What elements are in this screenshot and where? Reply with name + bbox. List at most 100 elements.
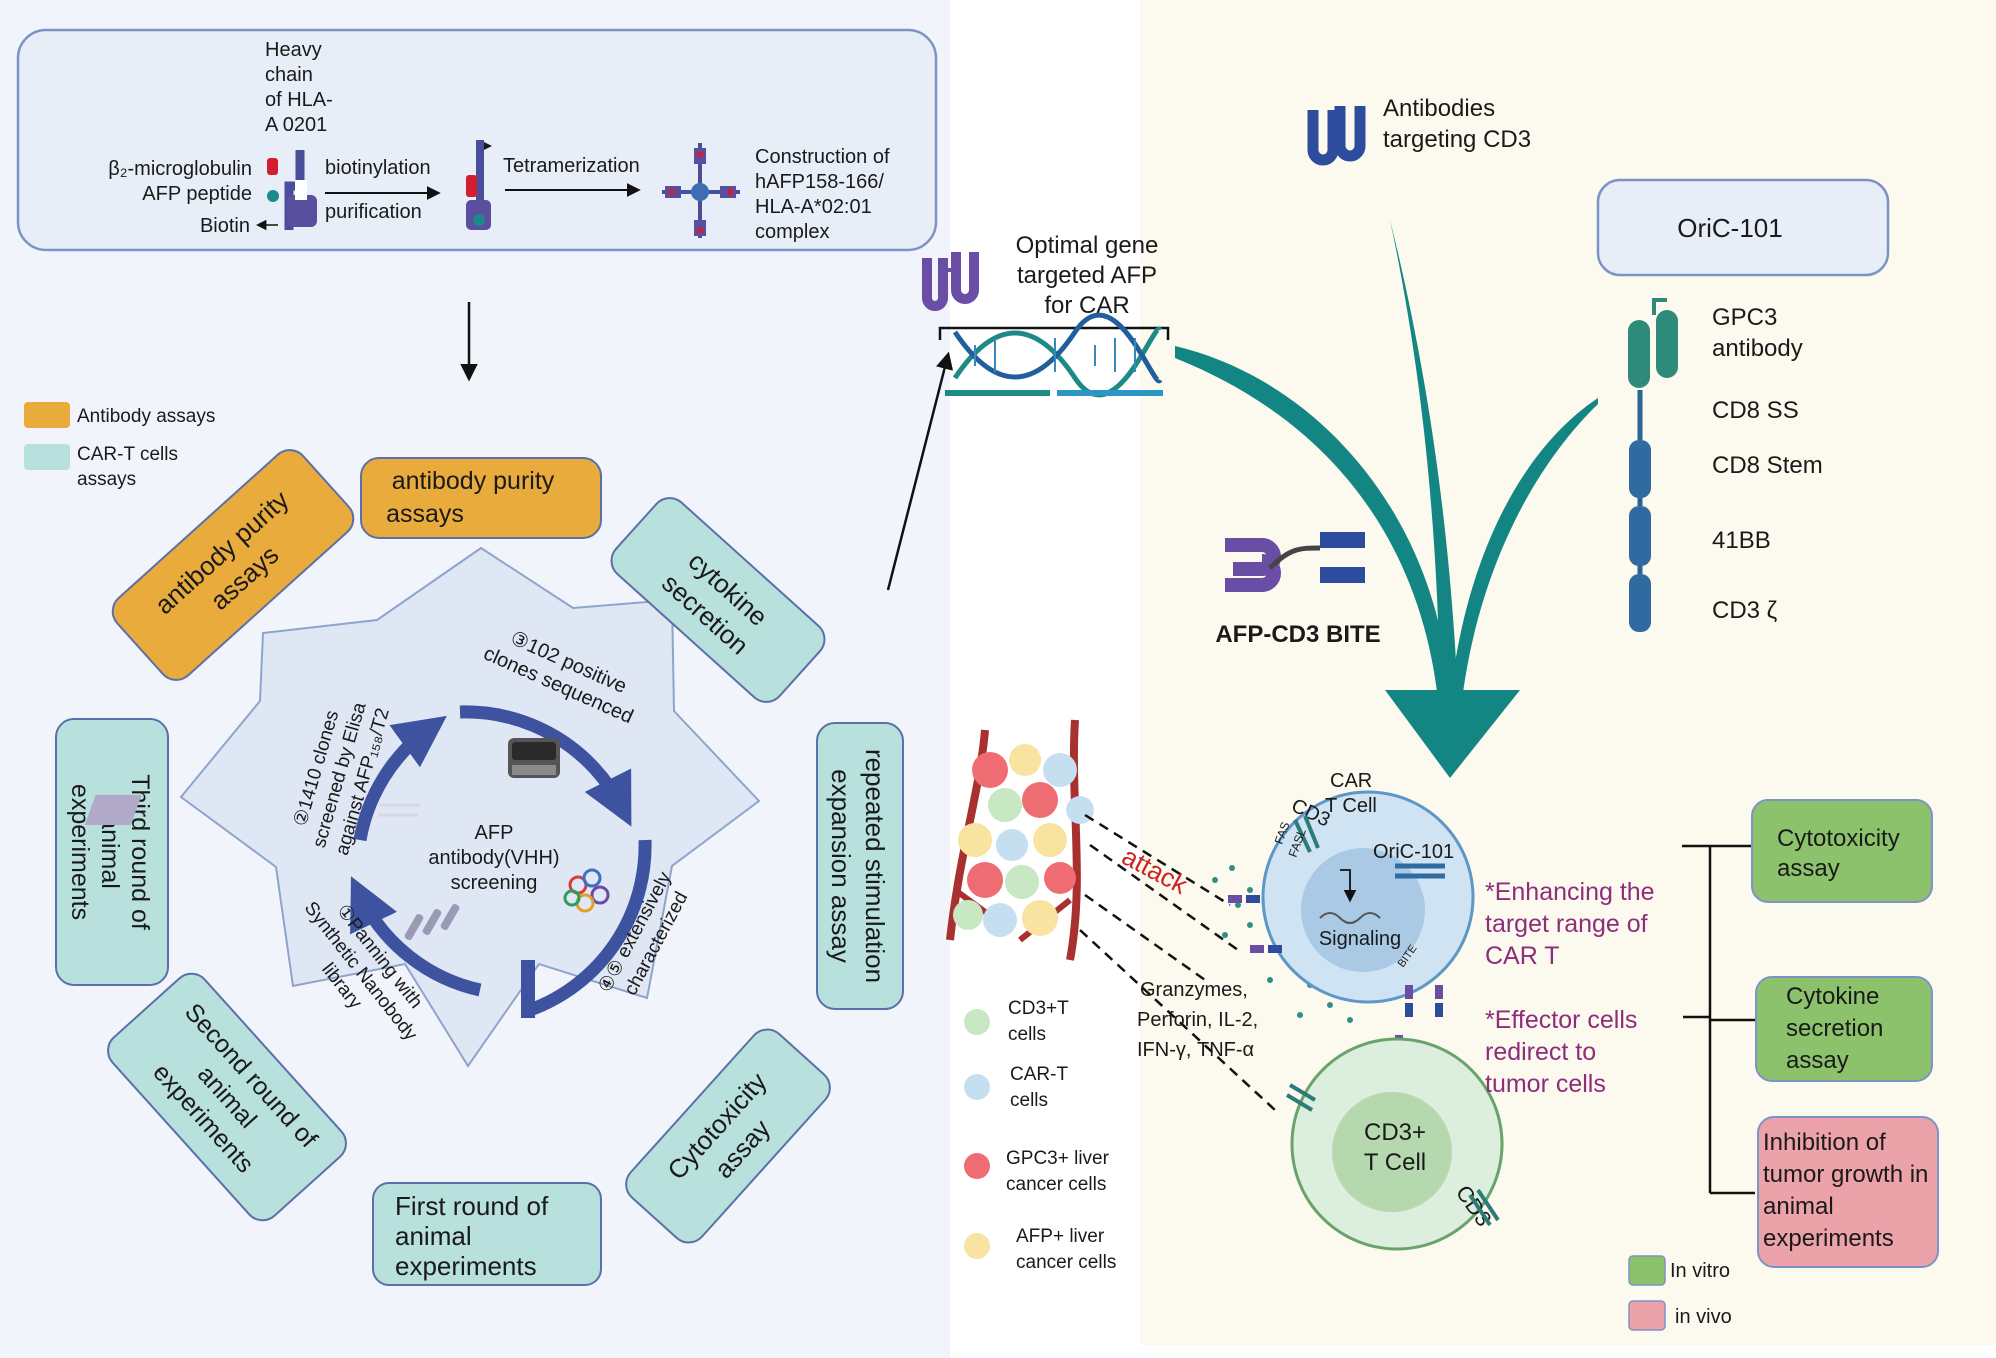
outcome-inhibition-line-3: animal [1763,1193,1834,1220]
sequencer-icon [508,738,560,778]
cd3t-label-2: T Cell [1364,1149,1426,1176]
car-domain-cd8stem: CD8 Stem [1712,452,1823,479]
antibody-assays-legend: Antibody assays [77,406,215,427]
assay-right-line-2: expansion assay [826,769,856,963]
enhance-line-2: target range of [1485,910,1648,938]
legend-afp-line-1: AFP+ liver [1016,1226,1105,1247]
center-line-1: AFP [475,822,514,844]
car-domain-labels: GPC3 antibody CD8 SS CD8 Stem 41BB CD3 ζ [1712,304,1823,624]
assay-box-bottom: First round of animal experiments [372,1182,602,1286]
oric-box-label: OriC-101 [1677,213,1782,243]
legend-gpc3-line-1: GPC3+ liver [1006,1148,1110,1169]
outcome-inhibition: Inhibition of tumor growth in animal exp… [1757,1116,1939,1268]
legend-afp-line-2: cancer cells [1016,1252,1116,1273]
car-t-label-1: CAR [1330,770,1372,792]
outcome-inhibition-line-2: tumor growth in [1763,1161,1928,1188]
car-construct-icon [1628,298,1678,632]
outcome-cytokine-line-1: Cytokine [1786,983,1879,1010]
tetramerization-label: Tetramerization [503,155,640,177]
assay-top-line-1: antibody purity [392,467,555,495]
legend-cd3-line-1: CD3+T [1008,998,1069,1019]
enhance-line-3: CAR T [1485,942,1560,970]
in-vivo-label: in vivo [1675,1306,1732,1328]
cart-assays-swatch [24,444,70,470]
enhance-line-1: *Enhancing the [1485,878,1655,906]
cytokine-line-2: Perforin, IL-2, [1137,1009,1258,1031]
outcome-inhibition-line-1: Inhibition of [1763,1129,1886,1156]
assay-top-line-2: assays [386,500,464,528]
outcome-cytokine: Cytokine secretion assay [1755,976,1933,1082]
legend-gpc3-line-2: cancer cells [1006,1174,1106,1195]
dna-helix-icon [938,312,1170,398]
cart-assays-legend-1: CAR-T cells [77,444,178,465]
car-cd3-receptor [1293,815,1320,853]
to-gene-arrow [886,351,954,591]
redirect-line-2: redirect to [1485,1038,1596,1066]
outcome-cytotoxicity-line-2: assay [1777,855,1840,882]
antibody-assays-swatch [24,402,70,428]
signaling-label: Signaling [1319,928,1401,950]
optimal-gene-label: Optimal gene targeted AFP for CAR [1016,232,1159,319]
assay-box-top: antibody purity assays [360,457,602,539]
heavy-chain-line-3: of HLA- [265,89,333,111]
construction-line-3: HLA-A*02:01 [755,196,872,218]
car-oric-receptor [1395,863,1445,879]
cytokine-line-1: Granzymes, [1140,979,1248,1001]
in-vivo-swatch [1628,1300,1666,1331]
plate-icon [84,795,420,825]
legend-cart-line-1: CAR-T [1010,1064,1068,1085]
b2m-label: β₂-microglobulin [108,158,252,180]
assay-right-line-1: repeated stimulation [860,749,890,983]
construction-line-1: Construction of [755,146,890,168]
biotinylation-label: biotinylation [325,157,431,179]
screening-cycle [350,705,652,1018]
optimal-gene-line-2: targeted AFP [1017,262,1157,289]
cycle-arc-bottom [350,876,482,997]
assay-box-left: Third round of animal experiments [55,718,169,986]
assay-bottom-line-2: animal [395,1221,472,1251]
cycle-arc-top [459,705,632,827]
cd3-antibody-icon [1307,106,1366,166]
screening-center: AFP antibody(VHH) screening [428,822,559,894]
outcome-cytotoxicity: Cytotoxicity assay [1751,799,1933,903]
construction-line-2: hAFP158-166/ [755,171,884,193]
redirect-line-1: *Effector cells [1485,1006,1637,1034]
assay-bottom-line-3: experiments [395,1251,537,1281]
car-domain-antibody: antibody [1712,335,1803,362]
car-t-label-2: T Cell [1325,795,1377,817]
car-domain-cd3z: CD3 ζ [1712,597,1778,624]
legend-afp-swatch [964,1233,990,1259]
center-line-2: antibody(VHH) [428,847,559,869]
cd3-antibodies-line-1: Antibodies [1383,95,1495,122]
cd3t-label-1: CD3+ [1364,1119,1426,1146]
heavy-chain-line-4: A 0201 [265,114,327,136]
outcome-cytotoxicity-line-1: Cytotoxicity [1777,825,1900,852]
optimal-gene-line-3: for CAR [1044,292,1129,319]
outcome-inhibition-line-4: experiments [1763,1225,1894,1252]
legend-cart-line-2: cells [1010,1090,1048,1111]
outcome-cytokine-line-3: assay [1786,1047,1849,1074]
cycle-arc-right [527,839,652,1017]
cd3-t-cell [1290,1037,1504,1251]
hla-monomer-icon [267,150,317,230]
cytokine-line-3: IFN-γ, TNF-α [1137,1039,1254,1061]
outcome-bracket [1682,844,1755,1195]
tumor-cluster [946,719,1094,961]
tubes-icon [404,903,460,941]
car-domain-cd8ss: CD8 SS [1712,397,1799,424]
legend-cd3-line-2: cells [1008,1024,1046,1045]
oric-box [1596,178,1890,277]
assay-box-lower-left: Second round of animal experiments [107,972,347,1222]
biotin-label: Biotin [200,215,250,237]
optimal-gene-antibody-icon [922,252,979,311]
heavy-chain-line-1: Heavy [265,39,322,61]
bite-label: AFP-CD3 BITE [1215,621,1380,648]
assay-bottom-line-1: First round of [395,1191,549,1221]
outcome-legend: In vitro in vivo [1628,1255,1732,1331]
construction-label: Construction of hAFP158-166/ HLA-A*02:01… [755,146,890,243]
assay-box-right: repeated stimulation expansion assay [816,722,904,1010]
cytokine-label: Granzymes, Perforin, IL-2, IFN-γ, TNF-α [1137,979,1258,1061]
converging-arrow [1175,220,1598,778]
attack-lines [1079,813,1276,1111]
